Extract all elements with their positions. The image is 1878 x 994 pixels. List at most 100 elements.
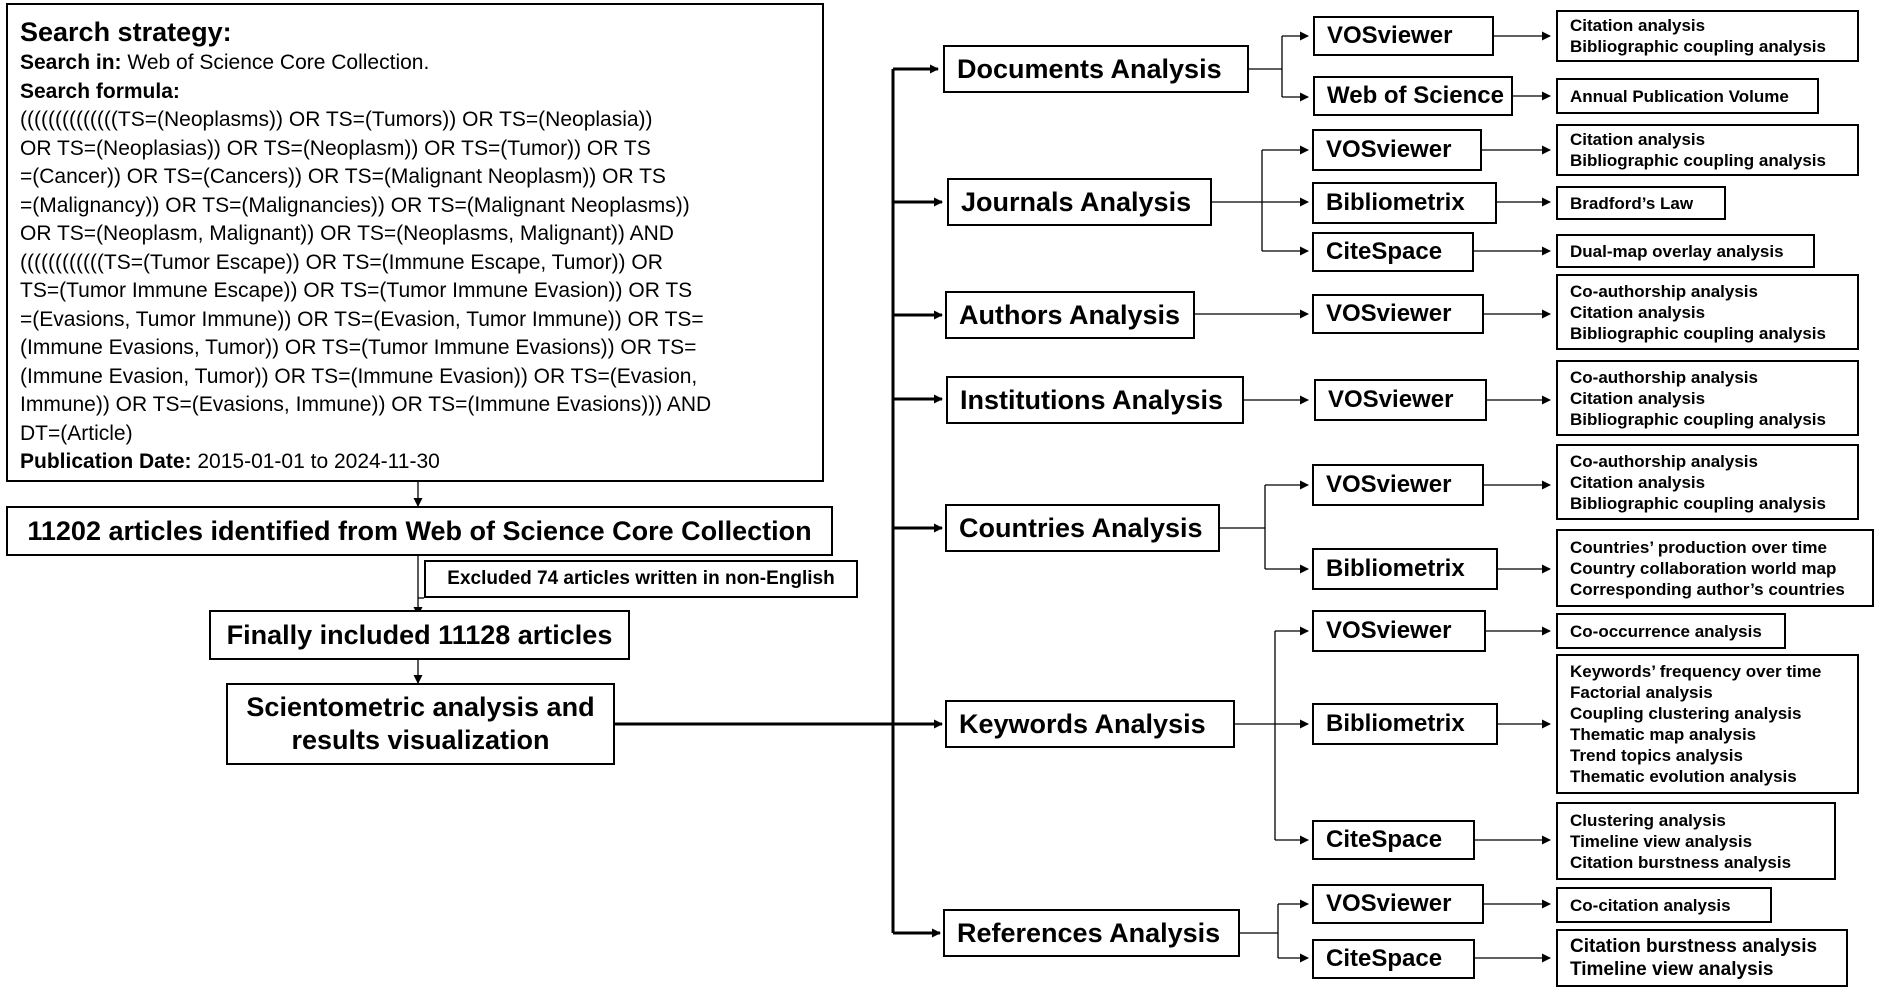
output-keywords-citespace: Clustering analysis Timeline view analys… xyxy=(1556,802,1836,880)
output-item: Keywords’ frequency over time xyxy=(1570,662,1822,681)
output-item: Co-occurrence analysis xyxy=(1570,621,1762,641)
strategy-heading: Search strategy: xyxy=(20,17,232,47)
tool-vosviewer: VOSviewer xyxy=(1312,129,1482,171)
search-in-value: Web of Science Core Collection. xyxy=(121,51,430,74)
output-item: Bibliographic coupling analysis xyxy=(1570,493,1826,513)
tool-bibliometrix: Bibliometrix xyxy=(1312,182,1497,224)
authors-analysis-box: Authors Analysis xyxy=(945,291,1195,339)
output-item: Thematic map analysis xyxy=(1570,725,1757,744)
output-item: Bradford’s Law xyxy=(1570,193,1694,213)
analysis-line: Scientometric analysis and xyxy=(246,692,595,722)
output-item: Timeline view analysis xyxy=(1570,831,1753,851)
output-item: Citation burstness analysis xyxy=(1570,936,1818,957)
output-item: Dual-map overlay analysis xyxy=(1570,241,1784,261)
journals-analysis-box: Journals Analysis xyxy=(947,178,1212,226)
formula-line: ((((((((((((TS=(Tumor Escape)) OR TS=(Im… xyxy=(20,250,663,274)
output-item: Bibliographic coupling analysis xyxy=(1570,151,1826,170)
output-countries-bibliometrix: Countries’ production over time Country … xyxy=(1556,529,1874,607)
search-strategy-box: Search strategy: Search in: Web of Scien… xyxy=(6,3,824,482)
output-documents-vosviewer: Citation analysis Bibliographic coupling… xyxy=(1556,10,1859,62)
formula-text: ((((((((((((((TS=(Neoplasms)) OR TS=(Tum… xyxy=(20,106,810,448)
output-authors-vosviewer: Co-authorship analysis Citation analysis… xyxy=(1556,274,1859,350)
output-item: Annual Publication Volume xyxy=(1570,86,1789,106)
output-item: Corresponding author’s countries xyxy=(1570,579,1845,599)
analysis-box: Scientometric analysis and results visua… xyxy=(226,683,615,765)
countries-analysis-box: Countries Analysis xyxy=(945,504,1220,552)
output-references-citespace: Citation burstness analysis Timeline vie… xyxy=(1556,929,1848,987)
formula-line: (Immune Evasions, Tumor)) OR TS=(Tumor I… xyxy=(20,336,697,359)
branch-lines xyxy=(1195,31,1551,963)
output-item: Co-citation analysis xyxy=(1570,895,1731,915)
output-countries-vosviewer: Co-authorship analysis Citation analysis… xyxy=(1556,444,1859,520)
included-box: Finally included 11128 articles xyxy=(209,610,630,660)
formula-label: Search formula: xyxy=(20,79,180,103)
output-journals-citespace: Dual-map overlay analysis xyxy=(1556,234,1815,268)
identified-box: 11202 articles identified from Web of Sc… xyxy=(6,506,833,556)
references-analysis-box: References Analysis xyxy=(943,909,1240,957)
search-in-row: Search in: Web of Science Core Collectio… xyxy=(20,49,810,78)
keywords-analysis-box: Keywords Analysis xyxy=(945,700,1235,748)
formula-line: =(Malignancy)) OR TS=(Malignancies)) OR … xyxy=(20,193,690,217)
formula-line: =(Evasions, Tumor Immune)) OR TS=(Evasio… xyxy=(20,307,704,331)
output-journals-vosviewer: Citation analysis Bibliographic coupling… xyxy=(1556,124,1859,176)
output-item: Countries’ production over time xyxy=(1570,537,1827,557)
tool-vosviewer: VOSviewer xyxy=(1312,464,1484,506)
output-item: Co-authorship analysis xyxy=(1570,367,1758,387)
output-item: Co-authorship analysis xyxy=(1570,281,1758,301)
formula-line: OR TS=(Neoplasias)) OR TS=(Neoplasm)) OR… xyxy=(20,136,651,160)
formula-line: DT=(Article) xyxy=(20,421,133,445)
output-item: Citation burstness analysis xyxy=(1570,852,1792,872)
publication-date-row: Publication Date: 2015-01-01 to 2024-11-… xyxy=(20,448,810,477)
output-item: Citation analysis xyxy=(1570,130,1706,149)
main-trunk xyxy=(615,64,943,938)
excluded-box: Excluded 74 articles written in non-Engl… xyxy=(424,560,858,598)
tool-vosviewer: VOSviewer xyxy=(1312,294,1484,334)
documents-analysis-box: Documents Analysis xyxy=(943,45,1249,93)
formula-line: =(Cancer)) OR TS=(Cancers)) OR TS=(Malig… xyxy=(20,165,666,188)
output-item: Bibliographic coupling analysis xyxy=(1570,37,1826,56)
tool-vosviewer: VOSviewer xyxy=(1314,379,1487,421)
output-item: Country collaboration world map xyxy=(1570,558,1837,578)
tool-web-of-science: Web of Science xyxy=(1313,76,1513,116)
output-institutions-vosviewer: Co-authorship analysis Citation analysis… xyxy=(1556,360,1859,436)
output-item: Citation analysis xyxy=(1570,302,1706,322)
tool-citespace: CiteSpace xyxy=(1312,939,1475,979)
output-item: Clustering analysis xyxy=(1570,810,1726,830)
formula-line: Immune)) OR TS=(Evasions, Immune)) OR TS… xyxy=(20,393,712,416)
date-value: 2015-01-01 to 2024-11-30 xyxy=(191,450,440,473)
tool-vosviewer: VOSviewer xyxy=(1312,610,1486,652)
output-keywords-vosviewer: Co-occurrence analysis xyxy=(1556,613,1786,649)
output-keywords-bibliometrix: Keywords’ frequency over time Factorial … xyxy=(1556,654,1859,794)
output-item: Citation analysis xyxy=(1570,388,1706,408)
institutions-analysis-box: Institutions Analysis xyxy=(946,376,1244,424)
analysis-line: results visualization xyxy=(291,725,550,755)
formula-line: (Immune Evasion, Tumor)) OR TS=(Immune E… xyxy=(20,364,698,388)
output-item: Coupling clustering analysis xyxy=(1570,704,1802,723)
output-journals-bibliometrix: Bradford’s Law xyxy=(1556,186,1726,220)
output-item: Bibliographic coupling analysis xyxy=(1570,323,1826,343)
search-in-label: Search in: xyxy=(20,51,122,74)
formula-line: ((((((((((((((TS=(Neoplasms)) OR TS=(Tum… xyxy=(20,108,653,131)
tool-vosviewer: VOSviewer xyxy=(1313,16,1494,56)
tool-citespace: CiteSpace xyxy=(1312,820,1475,860)
formula-label-row: Search formula: xyxy=(20,78,810,107)
output-item: Trend topics analysis xyxy=(1570,746,1743,765)
tool-bibliometrix: Bibliometrix xyxy=(1312,548,1498,590)
output-item: Factorial analysis xyxy=(1570,683,1713,702)
tool-bibliometrix: Bibliometrix xyxy=(1312,703,1498,745)
formula-line: OR TS=(Neoplasm, Malignant)) OR TS=(Neop… xyxy=(20,222,674,245)
output-documents-wos: Annual Publication Volume xyxy=(1556,78,1819,114)
output-item: Timeline view analysis xyxy=(1570,959,1774,980)
left-flow-arrows xyxy=(413,482,424,684)
output-item: Thematic evolution analysis xyxy=(1570,767,1797,786)
output-item: Citation analysis xyxy=(1570,472,1706,492)
tool-citespace: CiteSpace xyxy=(1312,232,1474,272)
formula-line: TS=(Tumor Immune Escape)) OR TS=(Tumor I… xyxy=(20,279,693,302)
output-item: Bibliographic coupling analysis xyxy=(1570,409,1826,429)
tool-vosviewer: VOSviewer xyxy=(1312,884,1484,924)
output-references-vosviewer: Co-citation analysis xyxy=(1556,887,1772,923)
date-label: Publication Date: xyxy=(20,450,192,473)
output-item: Citation analysis xyxy=(1570,16,1706,35)
